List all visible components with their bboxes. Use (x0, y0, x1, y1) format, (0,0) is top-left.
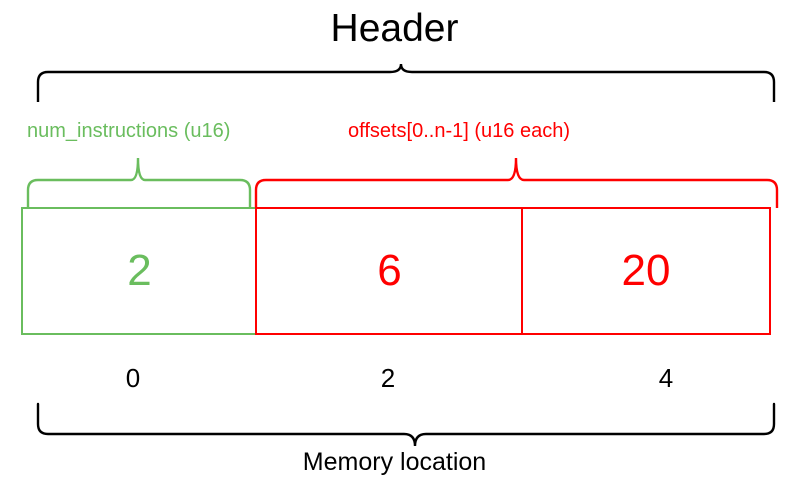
page-title: Header (330, 7, 459, 50)
section-label-num-instructions: num_instructions (u16) (27, 120, 231, 142)
memory-location-caption: Memory location (302, 448, 487, 476)
memory-offset-label: 0 (125, 363, 141, 393)
memory-location-bracket (30, 400, 782, 448)
memory-cell-value: 6 (377, 246, 402, 295)
memory-cell-value: 2 (127, 246, 152, 295)
memory-offset-label: 2 (380, 363, 396, 393)
header-bracket (30, 60, 782, 102)
memory-offset-label: 4 (658, 363, 674, 393)
memory-cells-row: 2 6 20 (21, 207, 771, 335)
section-label-offsets: offsets[0..n-1] (u16 each) (348, 120, 570, 142)
memory-cell[interactable]: 6 (255, 207, 522, 335)
offsets-bracket (250, 152, 784, 208)
memory-cell-value: 20 (621, 246, 671, 295)
memory-cell[interactable]: 20 (521, 207, 771, 335)
memory-cell[interactable]: 2 (21, 207, 256, 335)
num-instructions-bracket (21, 152, 261, 208)
